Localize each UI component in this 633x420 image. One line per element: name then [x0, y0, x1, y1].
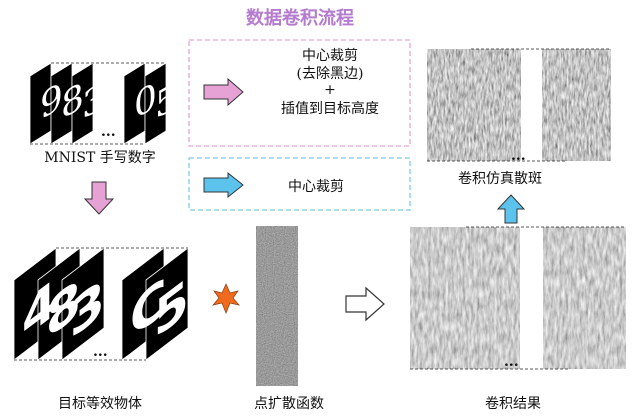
object-ellipsis: ... [93, 344, 108, 360]
psf-label: 点扩散函数 [254, 396, 324, 412]
step-box-pink [188, 39, 411, 147]
up-arrow-icon [496, 194, 526, 224]
mnist-slice [144, 62, 167, 145]
conv-slice [569, 226, 627, 370]
speckle-slice [476, 48, 522, 162]
mnist-slice [71, 62, 94, 145]
mnist-digit: 9 [40, 74, 63, 129]
object-label: 目标等效物体 [58, 395, 142, 412]
mnist-digit: 0 [134, 74, 157, 129]
pink-step-line2: (去除黑边) [297, 66, 364, 82]
object-slice [145, 247, 189, 361]
right-arrow-icon [203, 77, 244, 107]
down-arrow-icon [83, 181, 115, 215]
speckle-ellipsis: ... [511, 148, 526, 164]
speckle-slice [566, 48, 612, 162]
speckle-stack: ... [426, 48, 612, 164]
mnist-ellipsis: ... [101, 124, 116, 140]
conv-result-label: 卷积结果 [485, 396, 541, 412]
step-box-cyan [188, 157, 411, 211]
psf-panel [255, 224, 299, 388]
object-slice [61, 247, 105, 361]
pink-step-line1: 中心裁剪 [302, 48, 358, 64]
cyan-step-line1: 中心裁剪 [288, 179, 344, 195]
right-arrow-icon [203, 171, 244, 199]
speckle-label: 卷积仿真散斑 [458, 171, 542, 187]
pink-step-line4: 插值到目标高度 [281, 100, 379, 117]
mnist-stack: 9 8 3 0 5 ... [29, 62, 178, 145]
object-stack: 4 8 3 C 5 ... [13, 247, 189, 361]
mnist-label: MNIST 手写数字 [44, 150, 156, 166]
diagram-title: 数据卷积流程 [246, 7, 354, 29]
star-icon [212, 283, 240, 314]
mnist-digit: 5 [155, 74, 178, 129]
mnist-digit: 8 [61, 74, 84, 129]
right-arrow-icon [345, 286, 385, 322]
conv-result-stack: ... [409, 226, 627, 370]
conv-ellipsis: ... [504, 354, 519, 370]
mnist-digit: 3 [82, 74, 105, 129]
pink-step-line3: + [324, 82, 336, 98]
conv-slice [463, 226, 521, 370]
